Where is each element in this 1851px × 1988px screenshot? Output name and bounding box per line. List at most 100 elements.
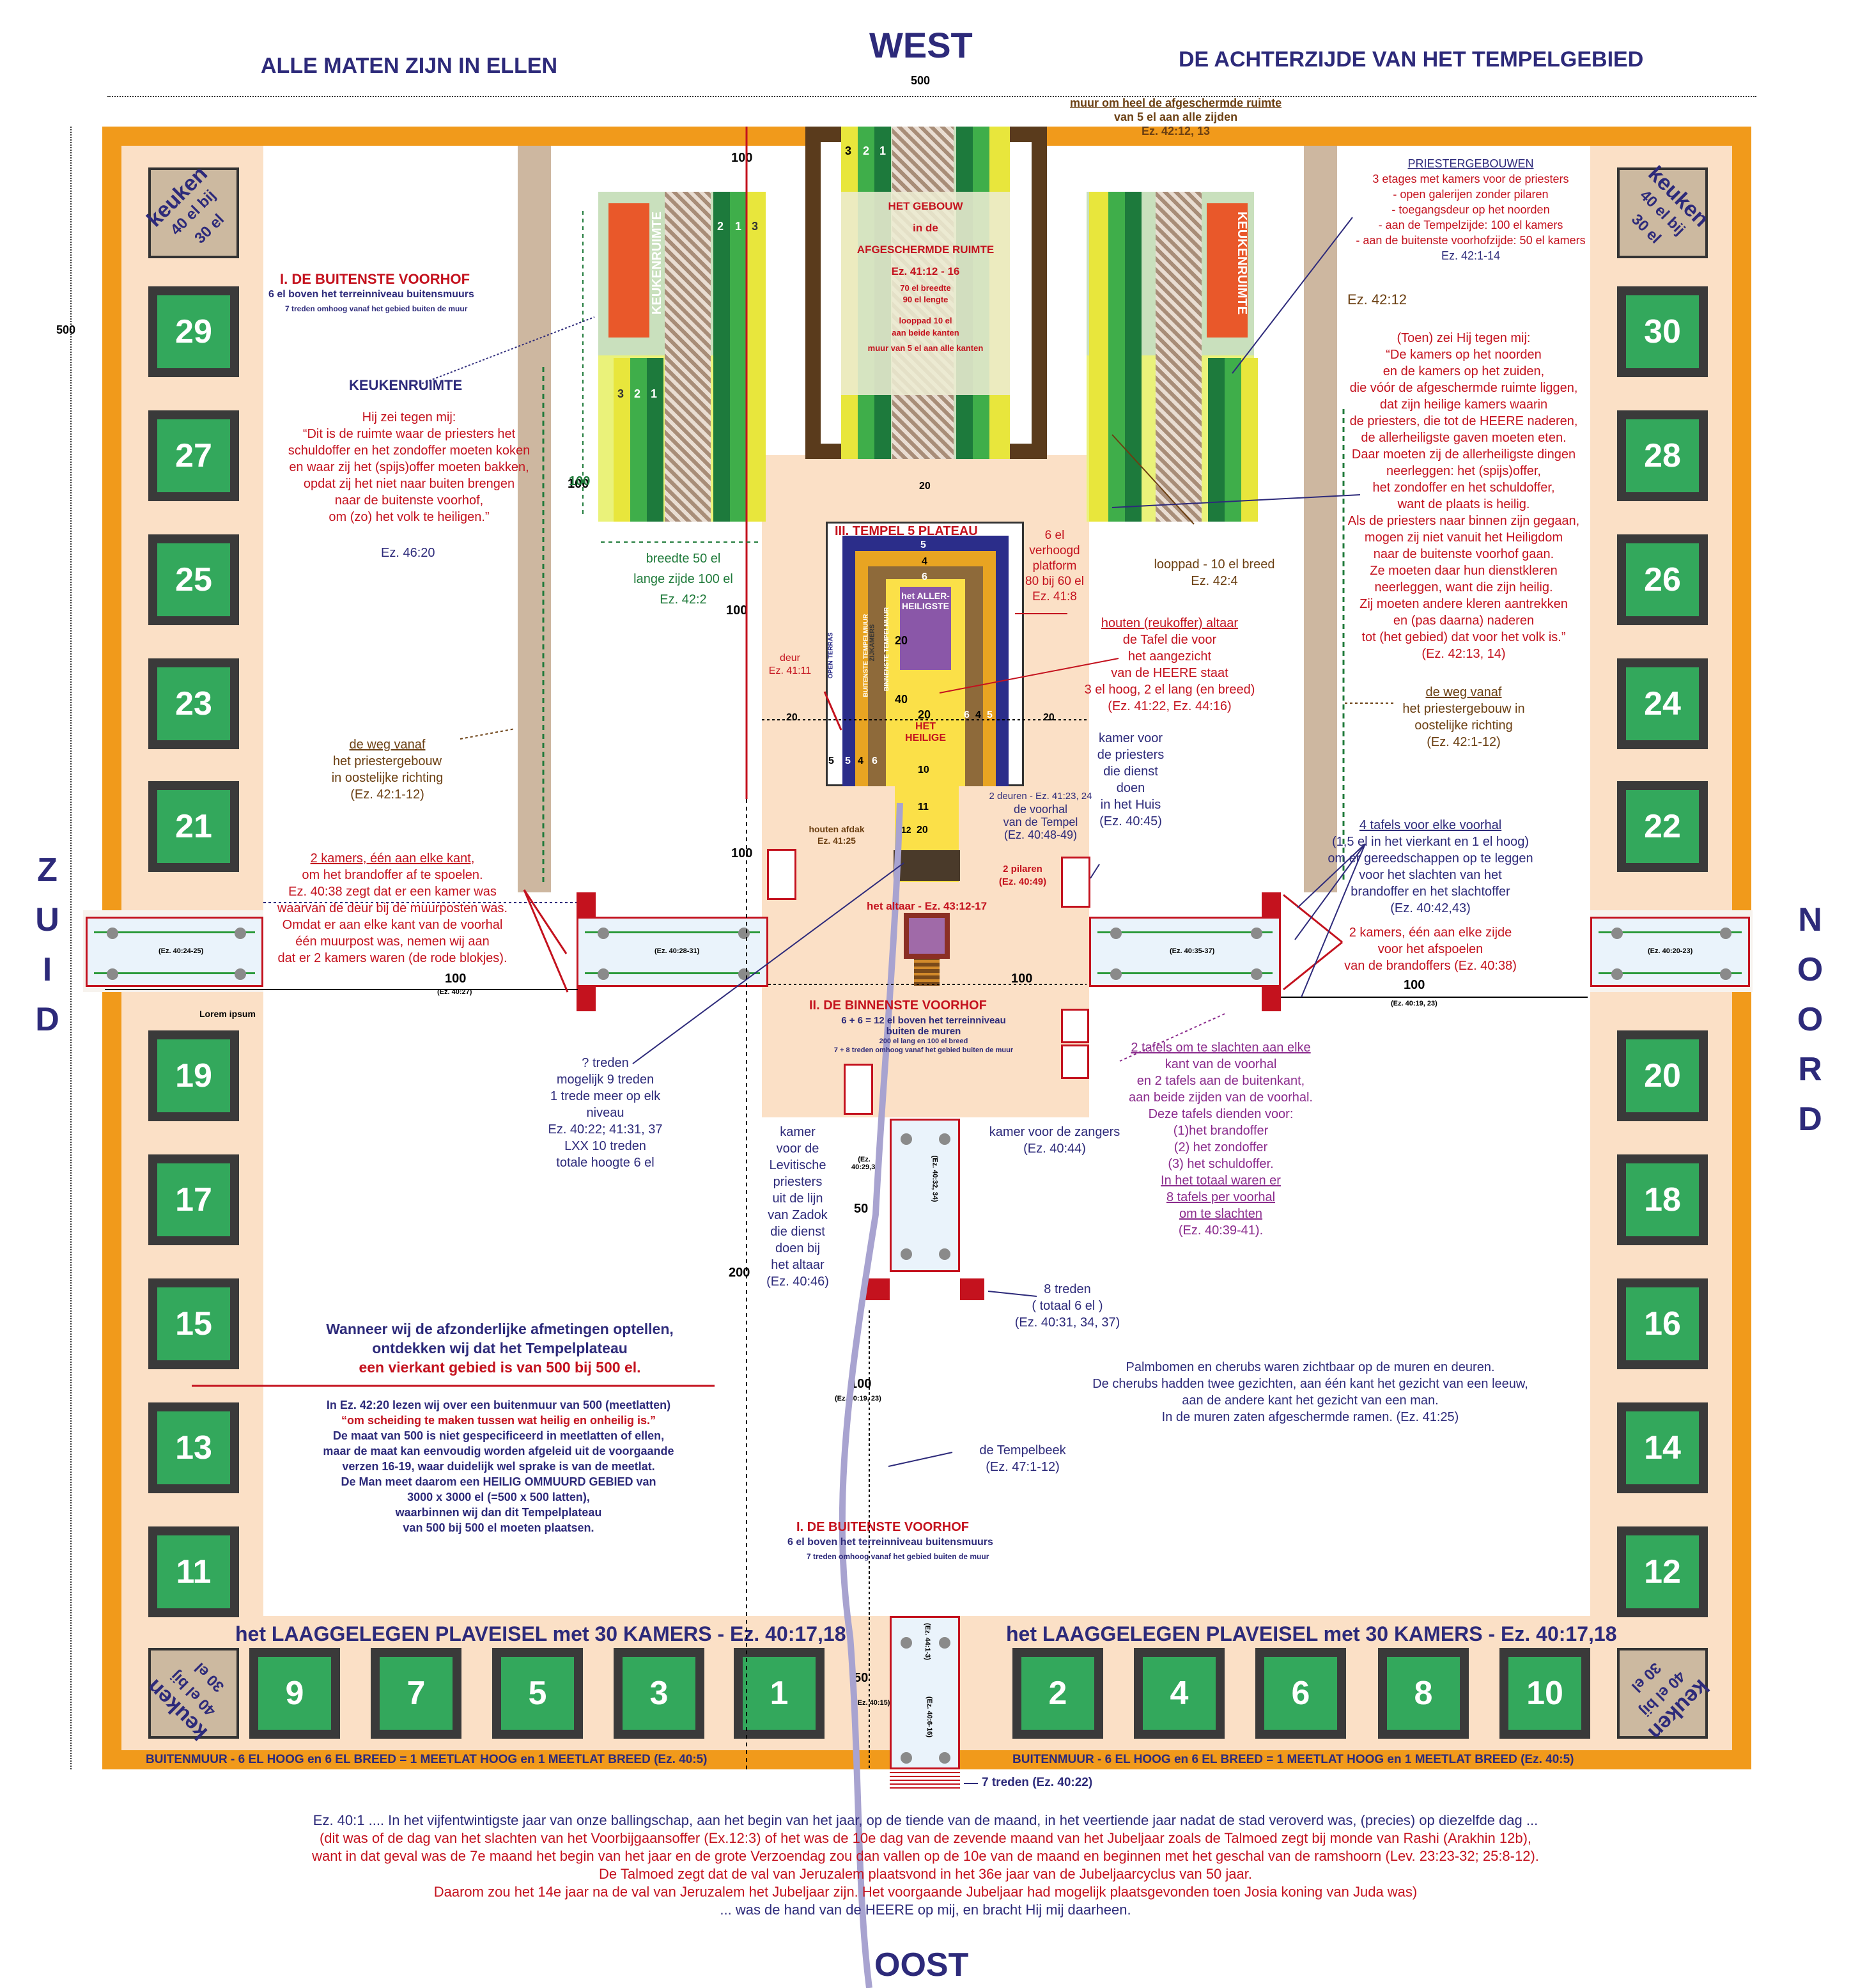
temple-num: 5 bbox=[828, 756, 834, 766]
pilaren-note: 2 pilaren(Ez. 40:49) bbox=[998, 864, 1047, 887]
room-number: 11 bbox=[157, 1535, 230, 1608]
room-number: 25 bbox=[157, 543, 230, 616]
dim-100: 100 bbox=[726, 603, 748, 617]
priest-walkway-left bbox=[665, 192, 711, 522]
floor-2b: 2 bbox=[634, 387, 641, 400]
binnenste-title: II. DE BINNENSTE VOORHOF bbox=[809, 998, 987, 1013]
room-12: 12 bbox=[1617, 1526, 1708, 1617]
room-8: 8 bbox=[1378, 1648, 1469, 1739]
room-19: 19 bbox=[148, 1030, 239, 1121]
room-21: 21 bbox=[148, 781, 239, 872]
tempel-title: III. TEMPEL 5 PLATEAU bbox=[835, 524, 978, 538]
temple-num: 5 bbox=[987, 710, 993, 720]
altaar-label: het altaar - Ez. 43:12-17 bbox=[867, 900, 987, 912]
priest-path-right bbox=[1304, 146, 1337, 892]
keukenruimte-right bbox=[1207, 203, 1248, 338]
room-number: 2 bbox=[1021, 1657, 1094, 1730]
buitenste-voorhof-title-2: I. DE BUITENSTE VOORHOF bbox=[796, 1520, 970, 1534]
palm-note: Palmbomen en cherubs waren zichtbaar op … bbox=[1092, 1360, 1528, 1424]
room-15: 15 bbox=[148, 1278, 239, 1369]
gate-ref: (Ez. 40:35-37) bbox=[1170, 947, 1215, 955]
room-24: 24 bbox=[1617, 658, 1708, 749]
floor-3: 3 bbox=[752, 220, 759, 233]
room-number: 21 bbox=[157, 790, 230, 863]
pier bbox=[1262, 892, 1281, 917]
footer-text: Ez. 40:1 .... In het vijfentwintigste ja… bbox=[312, 1812, 1539, 1918]
floor-stripe bbox=[730, 192, 747, 522]
floor-stripe bbox=[713, 192, 730, 522]
dim-100: 100 bbox=[445, 972, 467, 986]
temple-num: 20 bbox=[1043, 712, 1055, 723]
lorem-label: Lorem ipsum bbox=[199, 1009, 256, 1019]
keuken-ref: Ez. 46:20 bbox=[381, 546, 435, 560]
room-7: 7 bbox=[371, 1648, 461, 1739]
room-number: 16 bbox=[1626, 1287, 1699, 1360]
zuid-label: Z U I D bbox=[35, 851, 59, 1038]
kamers2-left-note: 2 kamers, één aan elke kant,om het brand… bbox=[277, 851, 508, 965]
outer-wall-label-right: BUITENMUUR - 6 EL HOOG en 6 EL BREED = 1… bbox=[1012, 1753, 1574, 1766]
kamer-box bbox=[844, 1064, 873, 1115]
room-22: 22 bbox=[1617, 781, 1708, 872]
pier bbox=[577, 987, 596, 1011]
porch-num: 20 bbox=[917, 825, 928, 835]
gebouw-floor-1: 1 bbox=[879, 144, 887, 157]
floor-stripe bbox=[1241, 358, 1258, 522]
room-number: 4 bbox=[1143, 1657, 1216, 1730]
floor-stripe bbox=[1125, 192, 1142, 522]
temple-num: 20 bbox=[895, 634, 908, 647]
kamer-box bbox=[1061, 857, 1090, 908]
dim-100-green: 100 bbox=[569, 474, 591, 488]
gate-ref: (Ez. 40:28-31) bbox=[654, 947, 700, 955]
floor-stripe bbox=[1108, 192, 1125, 522]
left-dimension-line bbox=[70, 127, 72, 1769]
room-number: 12 bbox=[1626, 1535, 1699, 1608]
floor-stripe bbox=[747, 192, 766, 522]
room-number: 10 bbox=[1508, 1657, 1581, 1730]
floor-stripe bbox=[614, 358, 630, 522]
room-28: 28 bbox=[1617, 410, 1708, 501]
room-number: 6 bbox=[1264, 1657, 1337, 1730]
room-number: 5 bbox=[501, 1657, 574, 1730]
keuken-quote: Hij zei tegen mij:“Dit is de ruimte waar… bbox=[288, 410, 531, 524]
priest-path-left bbox=[518, 146, 551, 892]
temple-num: 5 bbox=[845, 756, 851, 766]
temple-num: 6 bbox=[964, 710, 970, 720]
room-number: 22 bbox=[1626, 790, 1699, 863]
pavement-label-left: het LAAGGELEGEN PLAVEISEL met 30 KAMERS … bbox=[235, 1622, 846, 1645]
floor-stripe bbox=[1225, 358, 1241, 522]
oost-label: OOST bbox=[874, 1946, 969, 1984]
temple-num: 6 bbox=[872, 756, 878, 766]
room-18: 18 bbox=[1617, 1154, 1708, 1245]
treden7-note: 7 treden (Ez. 40:22) bbox=[982, 1776, 1093, 1789]
priest-walkway-right bbox=[1156, 192, 1202, 522]
keuken-title: KEUKENRUIMTE bbox=[349, 377, 463, 393]
gate-east-outer bbox=[890, 1616, 960, 1769]
floor-2: 1 bbox=[735, 220, 742, 233]
temple-num: 40 bbox=[895, 693, 908, 706]
dim-50: 50 bbox=[854, 1671, 869, 1685]
kamer-box bbox=[767, 849, 796, 900]
tafels4-note: 4 tafels voor elke voorhal(1,5 el in het… bbox=[1328, 818, 1533, 915]
gebouw-floor-2: 2 bbox=[863, 144, 870, 157]
room-number: 19 bbox=[157, 1039, 230, 1112]
temple-num: 20 bbox=[918, 708, 931, 721]
room-number: 13 bbox=[157, 1411, 230, 1484]
floor-stripe bbox=[630, 358, 647, 522]
dim-100: 100 bbox=[1404, 978, 1425, 992]
temple-num: 5 bbox=[920, 540, 926, 550]
kamer-box bbox=[1061, 1009, 1089, 1043]
porch-num: 12 bbox=[901, 825, 911, 835]
